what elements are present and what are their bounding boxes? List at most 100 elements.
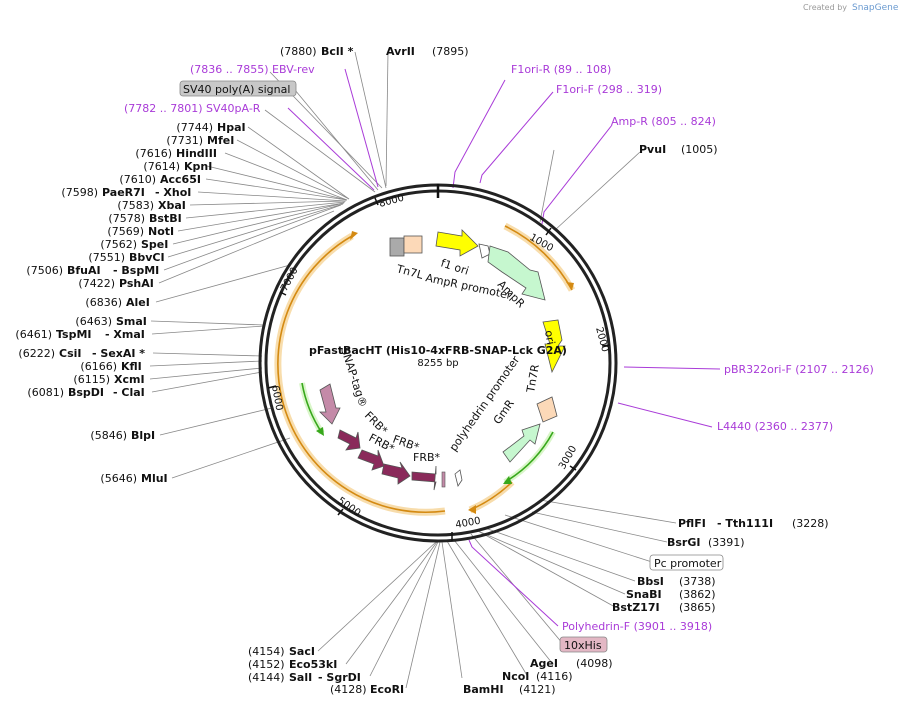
site-paer7i[interactable]: PaeR7I bbox=[102, 186, 145, 199]
tick-marks bbox=[267, 197, 611, 541]
site-tth111i[interactable]: - Tth111I bbox=[717, 517, 773, 530]
site-bspmi[interactable]: - BspMI bbox=[113, 264, 159, 277]
site-xbai[interactable]: XbaI bbox=[158, 199, 186, 212]
site-clai[interactable]: - ClaI bbox=[113, 386, 145, 399]
tn7l-feature bbox=[403, 235, 423, 254]
site-bsrgi[interactable]: BsrGI bbox=[667, 536, 700, 549]
primer-f1ori-f[interactable]: F1ori-F (298 .. 319) bbox=[556, 83, 662, 96]
primer-lines bbox=[287, 68, 721, 627]
site-noti[interactable]: NotI bbox=[148, 225, 174, 238]
frb-feature-3 bbox=[357, 449, 385, 471]
site-pos-bspdi: (6081) bbox=[27, 386, 64, 399]
site-bspdi[interactable]: BspDI bbox=[68, 386, 104, 399]
site-pos-hpai: (7744) bbox=[176, 121, 213, 134]
site-sexai[interactable]: - SexAI * bbox=[92, 347, 145, 360]
site-kpni[interactable]: KpnI bbox=[184, 160, 212, 173]
site-blpi[interactable]: BlpI bbox=[131, 429, 155, 442]
site-mlui[interactable]: MluI bbox=[141, 472, 168, 485]
site-hindiii[interactable]: HindIII bbox=[176, 147, 217, 160]
site-pflfi[interactable]: PflFI bbox=[678, 517, 706, 530]
site-pos-sali: (4144) bbox=[248, 671, 285, 684]
primer-sv40pa-r[interactable]: (7782 .. 7801) SV40pA-R bbox=[124, 102, 261, 115]
tick-6000: 6000 bbox=[269, 385, 284, 412]
primer-f1ori-r[interactable]: F1ori-R (89 .. 108) bbox=[511, 63, 611, 76]
site-alei[interactable]: AleI bbox=[126, 296, 150, 309]
site-saci[interactable]: SacI bbox=[289, 645, 315, 658]
tick-4000: 4000 bbox=[455, 516, 482, 531]
frb-feature-2 bbox=[381, 461, 411, 485]
bcli-position: (7880) bbox=[280, 45, 317, 58]
site-pos-mfei: (7731) bbox=[166, 134, 203, 147]
site-pos-acc65i: (7610) bbox=[119, 173, 156, 186]
primer-pbr322ori-f[interactable]: pBR322ori-F (2107 .. 2126) bbox=[724, 363, 874, 376]
site-sali[interactable]: SalI bbox=[289, 671, 312, 684]
site-mfei[interactable]: MfeI bbox=[207, 134, 234, 147]
bcli-site[interactable]: BclI * bbox=[321, 45, 354, 58]
site-smai[interactable]: SmaI bbox=[116, 315, 147, 328]
site-sgrdi[interactable]: - SgrDI bbox=[318, 671, 361, 684]
site-ncoi[interactable]: NcoI bbox=[502, 670, 529, 683]
site-pos-hindiii: (7616) bbox=[135, 147, 172, 160]
site-xhoi[interactable]: - XhoI bbox=[155, 186, 191, 199]
pc-promoter-label: Pc promoter bbox=[654, 557, 722, 570]
site-xcmi[interactable]: XcmI bbox=[114, 373, 145, 386]
site-bstz17i[interactable]: BstZ17I bbox=[612, 601, 660, 614]
primer-polyhedrin-f[interactable]: Polyhedrin-F (3901 .. 3918) bbox=[562, 620, 712, 633]
site-pos-ecori: (4128) bbox=[330, 683, 367, 696]
site-kfli[interactable]: KflI bbox=[121, 360, 142, 373]
site-pos-alei: (6836) bbox=[85, 296, 122, 309]
site-hpai[interactable]: HpaI bbox=[217, 121, 246, 134]
brand-logo: SnapGene bbox=[852, 3, 899, 13]
pc-promoter-box[interactable] bbox=[649, 554, 724, 571]
site-pos-snabi: (3862) bbox=[679, 588, 716, 601]
tn7r-feature bbox=[536, 396, 558, 423]
site-acc65i[interactable]: Acc65I bbox=[160, 173, 201, 186]
site-bbsi[interactable]: BbsI bbox=[637, 575, 664, 588]
f1-ori-feature bbox=[435, 229, 479, 257]
site-tspmi[interactable]: TspMI bbox=[56, 328, 92, 341]
his-tag-box[interactable] bbox=[559, 636, 608, 653]
site-pos-bstbi: (7578) bbox=[108, 212, 145, 225]
orf-arrowhead-2 bbox=[468, 505, 476, 514]
site-pshai[interactable]: PshAI bbox=[119, 277, 154, 290]
site-spei[interactable]: SpeI bbox=[141, 238, 168, 251]
site-pos-smai: (6463) bbox=[75, 315, 112, 328]
sv40-polya-label: SV40 poly(A) signal bbox=[183, 83, 290, 96]
gmr-feature bbox=[502, 423, 541, 463]
pvui-site[interactable]: PvuI bbox=[639, 143, 666, 156]
site-pos-kpni: (7614) bbox=[143, 160, 180, 173]
site-ecori[interactable]: EcoRI bbox=[370, 683, 404, 696]
site-csii[interactable]: CsiI bbox=[59, 347, 81, 360]
site-pos-paer7i: (7598) bbox=[61, 186, 98, 199]
label-gmr: GmR bbox=[491, 397, 517, 427]
site-pos-saci: (4154) bbox=[248, 645, 285, 658]
sv40-polya-box[interactable] bbox=[179, 80, 297, 97]
site-pos-bamhi: (4121) bbox=[519, 683, 556, 696]
site-pos-eco53ki: (4152) bbox=[248, 658, 285, 671]
site-pos-mlui: (5646) bbox=[100, 472, 137, 485]
ori-feature bbox=[542, 319, 566, 374]
plasmid-title: pFastBacHT (His10-4xFRB-SNAP-Lck G2A) bbox=[309, 344, 567, 357]
site-pos-xcmi: (6115) bbox=[73, 373, 110, 386]
site-pos-xbai: (7583) bbox=[117, 199, 154, 212]
label-tn7l: Tn7L bbox=[394, 262, 425, 282]
site-eco53ki[interactable]: Eco53kI bbox=[289, 658, 337, 671]
site-bamhi[interactable]: BamHI bbox=[463, 683, 504, 696]
site-pos-noti: (7569) bbox=[107, 225, 144, 238]
orf-arrowhead-3 bbox=[350, 231, 358, 240]
primer-ebv-rev[interactable]: (7836 .. 7855) EBV-rev bbox=[190, 63, 315, 76]
site-snabi[interactable]: SnaBI bbox=[626, 588, 662, 601]
site-xmai[interactable]: - XmaI bbox=[105, 328, 145, 341]
site-pos-bfuai: (7506) bbox=[26, 264, 63, 277]
site-bfuai[interactable]: BfuAI bbox=[67, 264, 101, 277]
site-bstbi[interactable]: BstBI bbox=[149, 212, 182, 225]
site-bbvci[interactable]: BbvCI bbox=[129, 251, 165, 264]
site-agei[interactable]: AgeI bbox=[530, 657, 558, 670]
primer-amp-r[interactable]: Amp-R (805 .. 824) bbox=[611, 115, 716, 128]
avrii-site[interactable]: AvrII bbox=[386, 45, 415, 58]
primer-l4440[interactable]: L4440 (2360 .. 2377) bbox=[717, 420, 833, 433]
site-pos-spei: (7562) bbox=[100, 238, 137, 251]
frb-feature-1 bbox=[411, 465, 437, 491]
site-pos-kfli: (6166) bbox=[80, 360, 117, 373]
